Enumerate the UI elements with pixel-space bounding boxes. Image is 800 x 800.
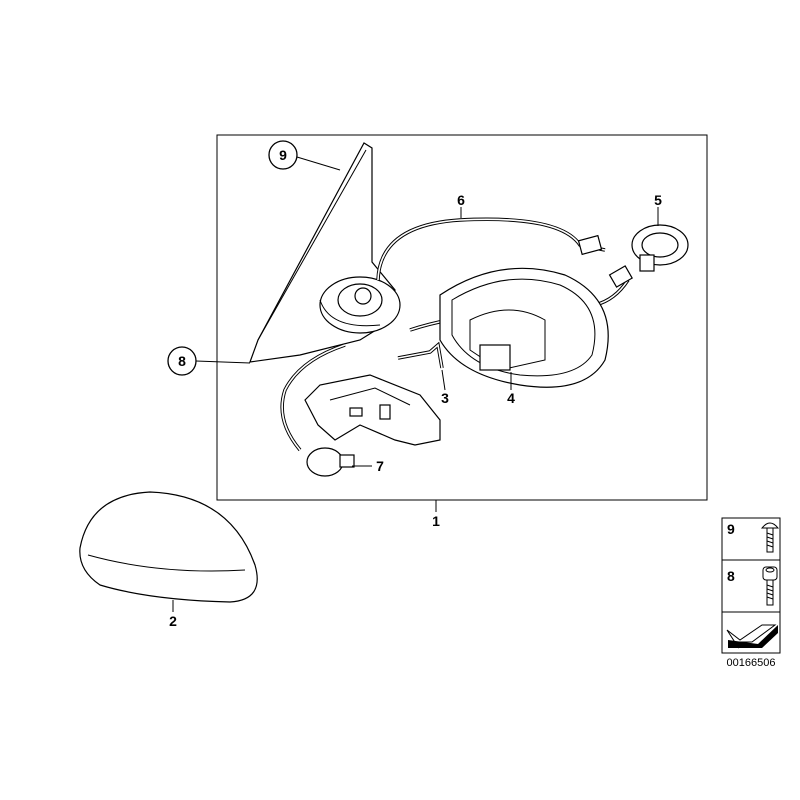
callout-label: 9 — [279, 147, 287, 163]
base-plate-part[interactable] — [304, 374, 441, 446]
mirror-housing-part[interactable] — [439, 267, 609, 388]
callout-label: 3 — [441, 390, 449, 406]
callout-1[interactable]: 1 — [432, 513, 440, 529]
leader-lines — [172, 156, 659, 612]
callout-3[interactable]: 3 — [441, 390, 449, 406]
mirror-base-part[interactable] — [249, 142, 401, 363]
callout-label: 8 — [178, 353, 186, 369]
legend-row-8[interactable]: 8 — [727, 566, 778, 606]
fastener-legend: 9 8 — [721, 517, 781, 654]
legend-label: 8 — [727, 568, 735, 584]
assembly-frame — [216, 134, 708, 501]
callout-9[interactable]: 9 — [268, 140, 298, 170]
callout-label: 4 — [507, 390, 515, 406]
callout-label: 5 — [654, 192, 662, 208]
socket-head-screw-icon — [762, 566, 778, 606]
callout-5[interactable]: 5 — [654, 192, 662, 208]
mirror-motor-part[interactable] — [631, 224, 689, 272]
heater-connector-part[interactable] — [280, 343, 355, 477]
diagram-number: 00166506 — [727, 657, 776, 669]
mirror-cap-edge — [87, 554, 246, 572]
callout-4[interactable]: 4 — [507, 390, 515, 406]
bracket-clip-part[interactable] — [397, 341, 444, 369]
callout-label: 7 — [376, 458, 384, 474]
callout-2[interactable]: 2 — [169, 613, 177, 629]
callout-7[interactable]: 7 — [376, 458, 384, 474]
legend-row-9[interactable]: 9 — [727, 521, 780, 553]
callout-6[interactable]: 6 — [457, 192, 465, 208]
callout-label: 2 — [169, 613, 177, 629]
callout-label: 6 — [457, 192, 465, 208]
callout-8[interactable]: 8 — [167, 346, 197, 376]
pan-head-screw-icon — [760, 522, 780, 553]
direction-arrow-icon — [726, 624, 778, 649]
callout-label: 1 — [432, 513, 440, 529]
mirror-cap-part[interactable] — [79, 491, 258, 603]
legend-label: 9 — [727, 521, 735, 537]
